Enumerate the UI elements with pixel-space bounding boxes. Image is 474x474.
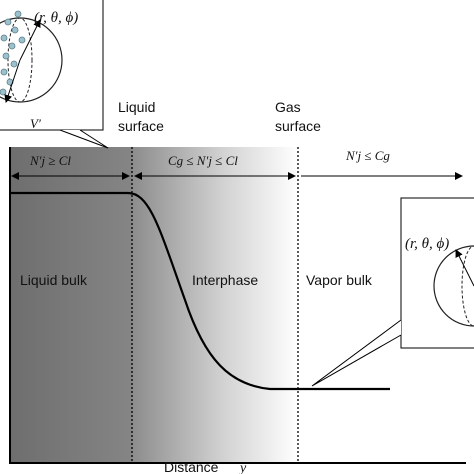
left-sphere-section: [7, 17, 33, 103]
left-volume-arrow: [4, 59, 21, 103]
liquid-bulk-region: [10, 147, 132, 462]
interphase-condition-label: Cg ≤ N′j ≤ Cl: [168, 153, 238, 168]
left-coords-label: (r, θ, ϕ): [34, 10, 78, 26]
left-volume-label: V′: [30, 116, 41, 131]
gas-surface-label-1: Gas: [275, 99, 301, 115]
liquid-surface-label-2: surface: [118, 118, 164, 134]
density-profile-curve: [10, 191, 390, 391]
liquid-bulk-label: Liquid bulk: [20, 272, 88, 288]
vapor-bulk-label: Vapor bulk: [306, 272, 373, 288]
vapor-condition-label: N′j ≤ Cg: [345, 148, 390, 163]
right-sampling-sphere: [433, 245, 474, 327]
left-molecules: [0, 10, 26, 96]
interphase-region: [132, 147, 298, 462]
right-sphere-section: [461, 245, 474, 327]
liquid-surface-label-1: Liquid: [118, 99, 155, 115]
right-radius-arrow: [455, 249, 474, 287]
right-callout: (r, θ, ϕ): [311, 197, 474, 387]
left-radius-arrow: [19, 19, 41, 61]
liquid-condition-label: N′j ≥ Cl: [29, 153, 71, 168]
gas-surface-label-2: surface: [275, 118, 321, 134]
right-coords-label: (r, θ, ϕ): [405, 236, 449, 252]
interphase-label: Interphase: [192, 272, 258, 288]
x-axis-label: Distance: [164, 459, 219, 474]
x-axis-symbol: y: [238, 461, 247, 474]
left-callout: (r, θ, ϕ) V′: [0, 0, 109, 149]
